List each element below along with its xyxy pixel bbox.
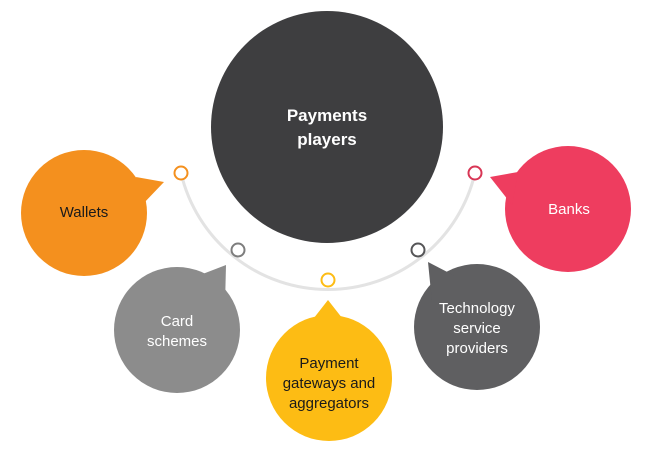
- payment-gateways-line2: gateways and: [282, 375, 376, 392]
- node-wallets: [173, 165, 189, 181]
- node-technology-providers: [410, 242, 426, 258]
- technology-providers-line1: Technology: [439, 300, 515, 317]
- wallets-bubble: [21, 150, 164, 276]
- center-label: Payments players: [247, 100, 407, 156]
- center-label-line2: players: [297, 130, 357, 149]
- technology-providers-line2: service: [453, 320, 501, 337]
- connector-arc: [179, 172, 477, 291]
- card-schemes-line1: Card: [160, 313, 194, 330]
- wallets-label-text: Wallets: [59, 204, 109, 221]
- banks-bubble: [490, 146, 631, 272]
- wallets-label: Wallets: [24, 201, 144, 225]
- banks-label: Banks: [509, 198, 629, 222]
- node-card-schemes: [230, 242, 246, 258]
- payment-gateways-line1: Payment: [299, 355, 359, 372]
- technology-providers-line3: providers: [446, 340, 508, 357]
- payment-gateways-label: Payment gateways and aggregators: [264, 352, 394, 416]
- technology-providers-label: Technology service providers: [412, 297, 542, 361]
- banks-label-text: Banks: [548, 201, 590, 218]
- node-banks: [467, 165, 483, 181]
- payment-gateways-line3: aggregators: [288, 395, 370, 412]
- payment-gateways-bubble: [266, 300, 392, 441]
- center-circle: [211, 11, 443, 243]
- card-schemes-line2: schemes: [146, 333, 208, 350]
- card-schemes-label: Card schemes: [117, 310, 237, 354]
- card-schemes-bubble: [114, 265, 240, 393]
- node-payment-gateways: [320, 272, 336, 288]
- center-label-line1: Payments: [286, 106, 368, 125]
- technology-providers-bubble: [414, 262, 540, 390]
